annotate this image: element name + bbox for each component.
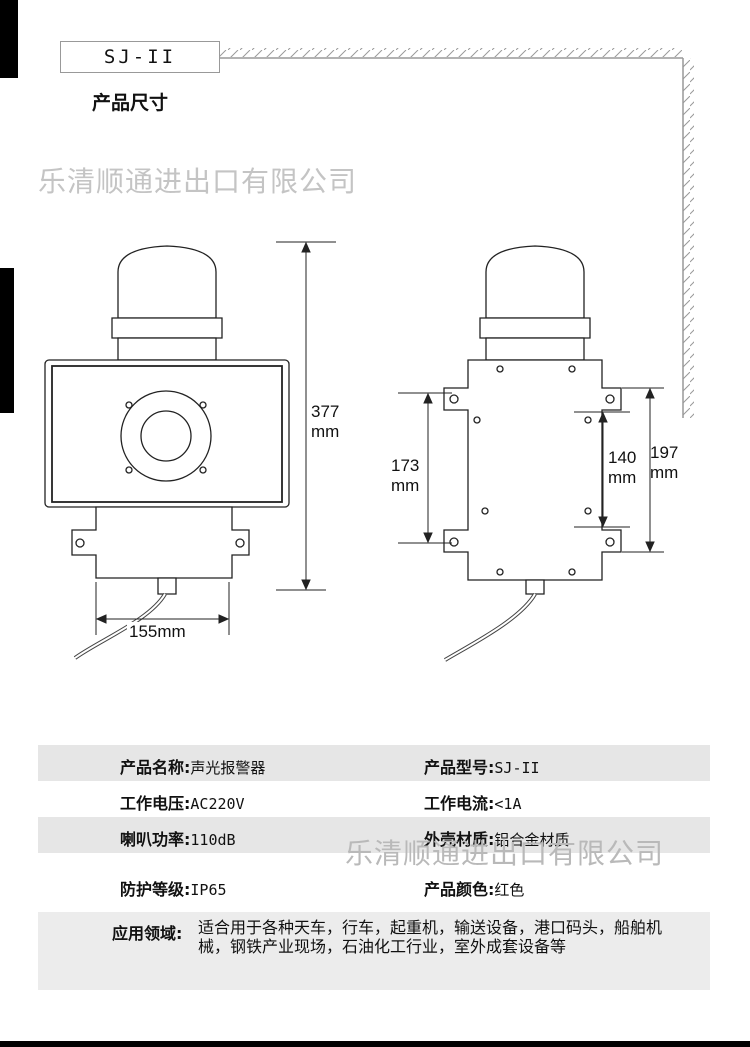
dimension-drawing xyxy=(44,241,664,662)
page-bottom-edge xyxy=(0,1041,750,1047)
spec-housing-material: 外壳材质:铝合金材质 xyxy=(424,830,570,849)
back-beacon-base xyxy=(479,317,591,339)
back-mount-inner-label: 140 mm xyxy=(608,448,637,487)
front-height-label: 377 mm xyxy=(311,402,340,441)
spec-model: 产品型号:SJ-II xyxy=(424,758,540,777)
back-mount-left-label: 173 mm xyxy=(391,456,420,496)
front-speaker-ring-inner xyxy=(140,410,192,462)
front-cable-gland xyxy=(157,577,177,595)
front-width-label: 155mm xyxy=(127,622,188,642)
back-cable xyxy=(443,592,537,662)
spec-row xyxy=(38,745,710,781)
back-mount-body xyxy=(443,359,622,581)
front-beacon-neck xyxy=(117,337,217,361)
spec-current: 工作电流:<1A xyxy=(424,794,522,813)
wall-hatch-frame xyxy=(220,48,694,418)
back-beacon-dome xyxy=(485,245,585,319)
spec-protection-level: 防护等级:IP65 xyxy=(120,880,227,899)
spec-speaker-power: 喇叭功率:110dB xyxy=(120,830,236,849)
application-label: 应用领域: xyxy=(112,924,183,943)
spec-voltage: 工作电压:AC220V xyxy=(120,794,245,813)
front-beacon-base xyxy=(111,317,223,339)
spec-product-name: 产品名称:声光报警器 xyxy=(120,758,266,777)
front-body xyxy=(71,506,250,579)
back-cable-gland xyxy=(525,579,545,595)
watermark: 乐清顺通进出口有限公司 xyxy=(345,837,665,870)
application-text: 适合用于各种天车，行车，起重机，输送设备，港口码头，船舶机械，钢铁产业现场，石油… xyxy=(198,918,663,956)
section-title: 产品尺寸 xyxy=(92,92,169,114)
spec-color: 产品颜色:红色 xyxy=(424,880,525,899)
page-edge-shadow xyxy=(0,0,18,78)
page-edge-shadow xyxy=(0,268,14,413)
spec-row xyxy=(38,817,710,853)
front-beacon-dome xyxy=(117,245,217,319)
watermark: 乐清顺通进出口有限公司 xyxy=(38,165,358,198)
back-mount-outer-label: 197 mm xyxy=(650,443,679,482)
model-tab: SJ-II xyxy=(60,41,220,73)
application-box xyxy=(38,912,710,990)
